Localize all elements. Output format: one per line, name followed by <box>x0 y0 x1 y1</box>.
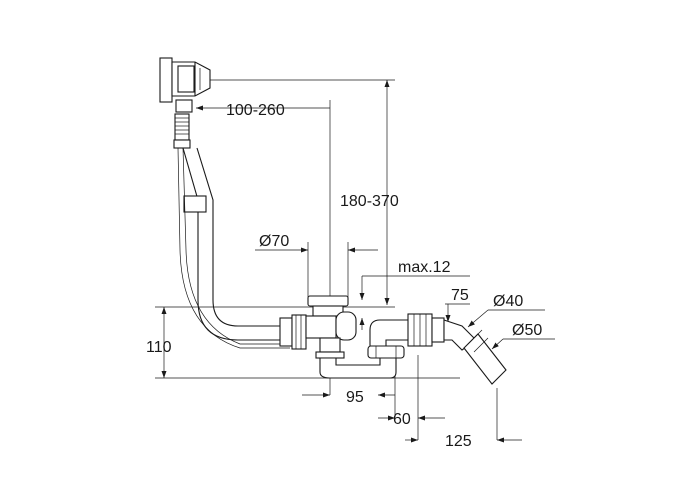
waste-fitting <box>279 295 507 385</box>
dim-dia50: Ø50 <box>512 322 542 339</box>
dim-max12: max.12 <box>398 259 451 276</box>
dim-dia40: Ø40 <box>493 293 523 310</box>
dim-75: 75 <box>451 287 469 304</box>
dim-60: 60 <box>393 411 411 428</box>
dim-125: 125 <box>445 433 472 450</box>
overflow-head <box>159 57 211 113</box>
dim-100-260: 100-260 <box>226 102 285 119</box>
cable-pipe <box>173 113 290 349</box>
dim-95: 95 <box>346 389 364 406</box>
dim-180-370: 180-370 <box>340 193 399 210</box>
dim-110: 110 <box>146 339 172 356</box>
dimension-labels: 100-260 180-370 Ø70 max.12 75 Ø40 Ø50 11… <box>146 102 542 450</box>
dimension-lines <box>155 79 555 443</box>
dim-dia70: Ø70 <box>259 233 289 250</box>
